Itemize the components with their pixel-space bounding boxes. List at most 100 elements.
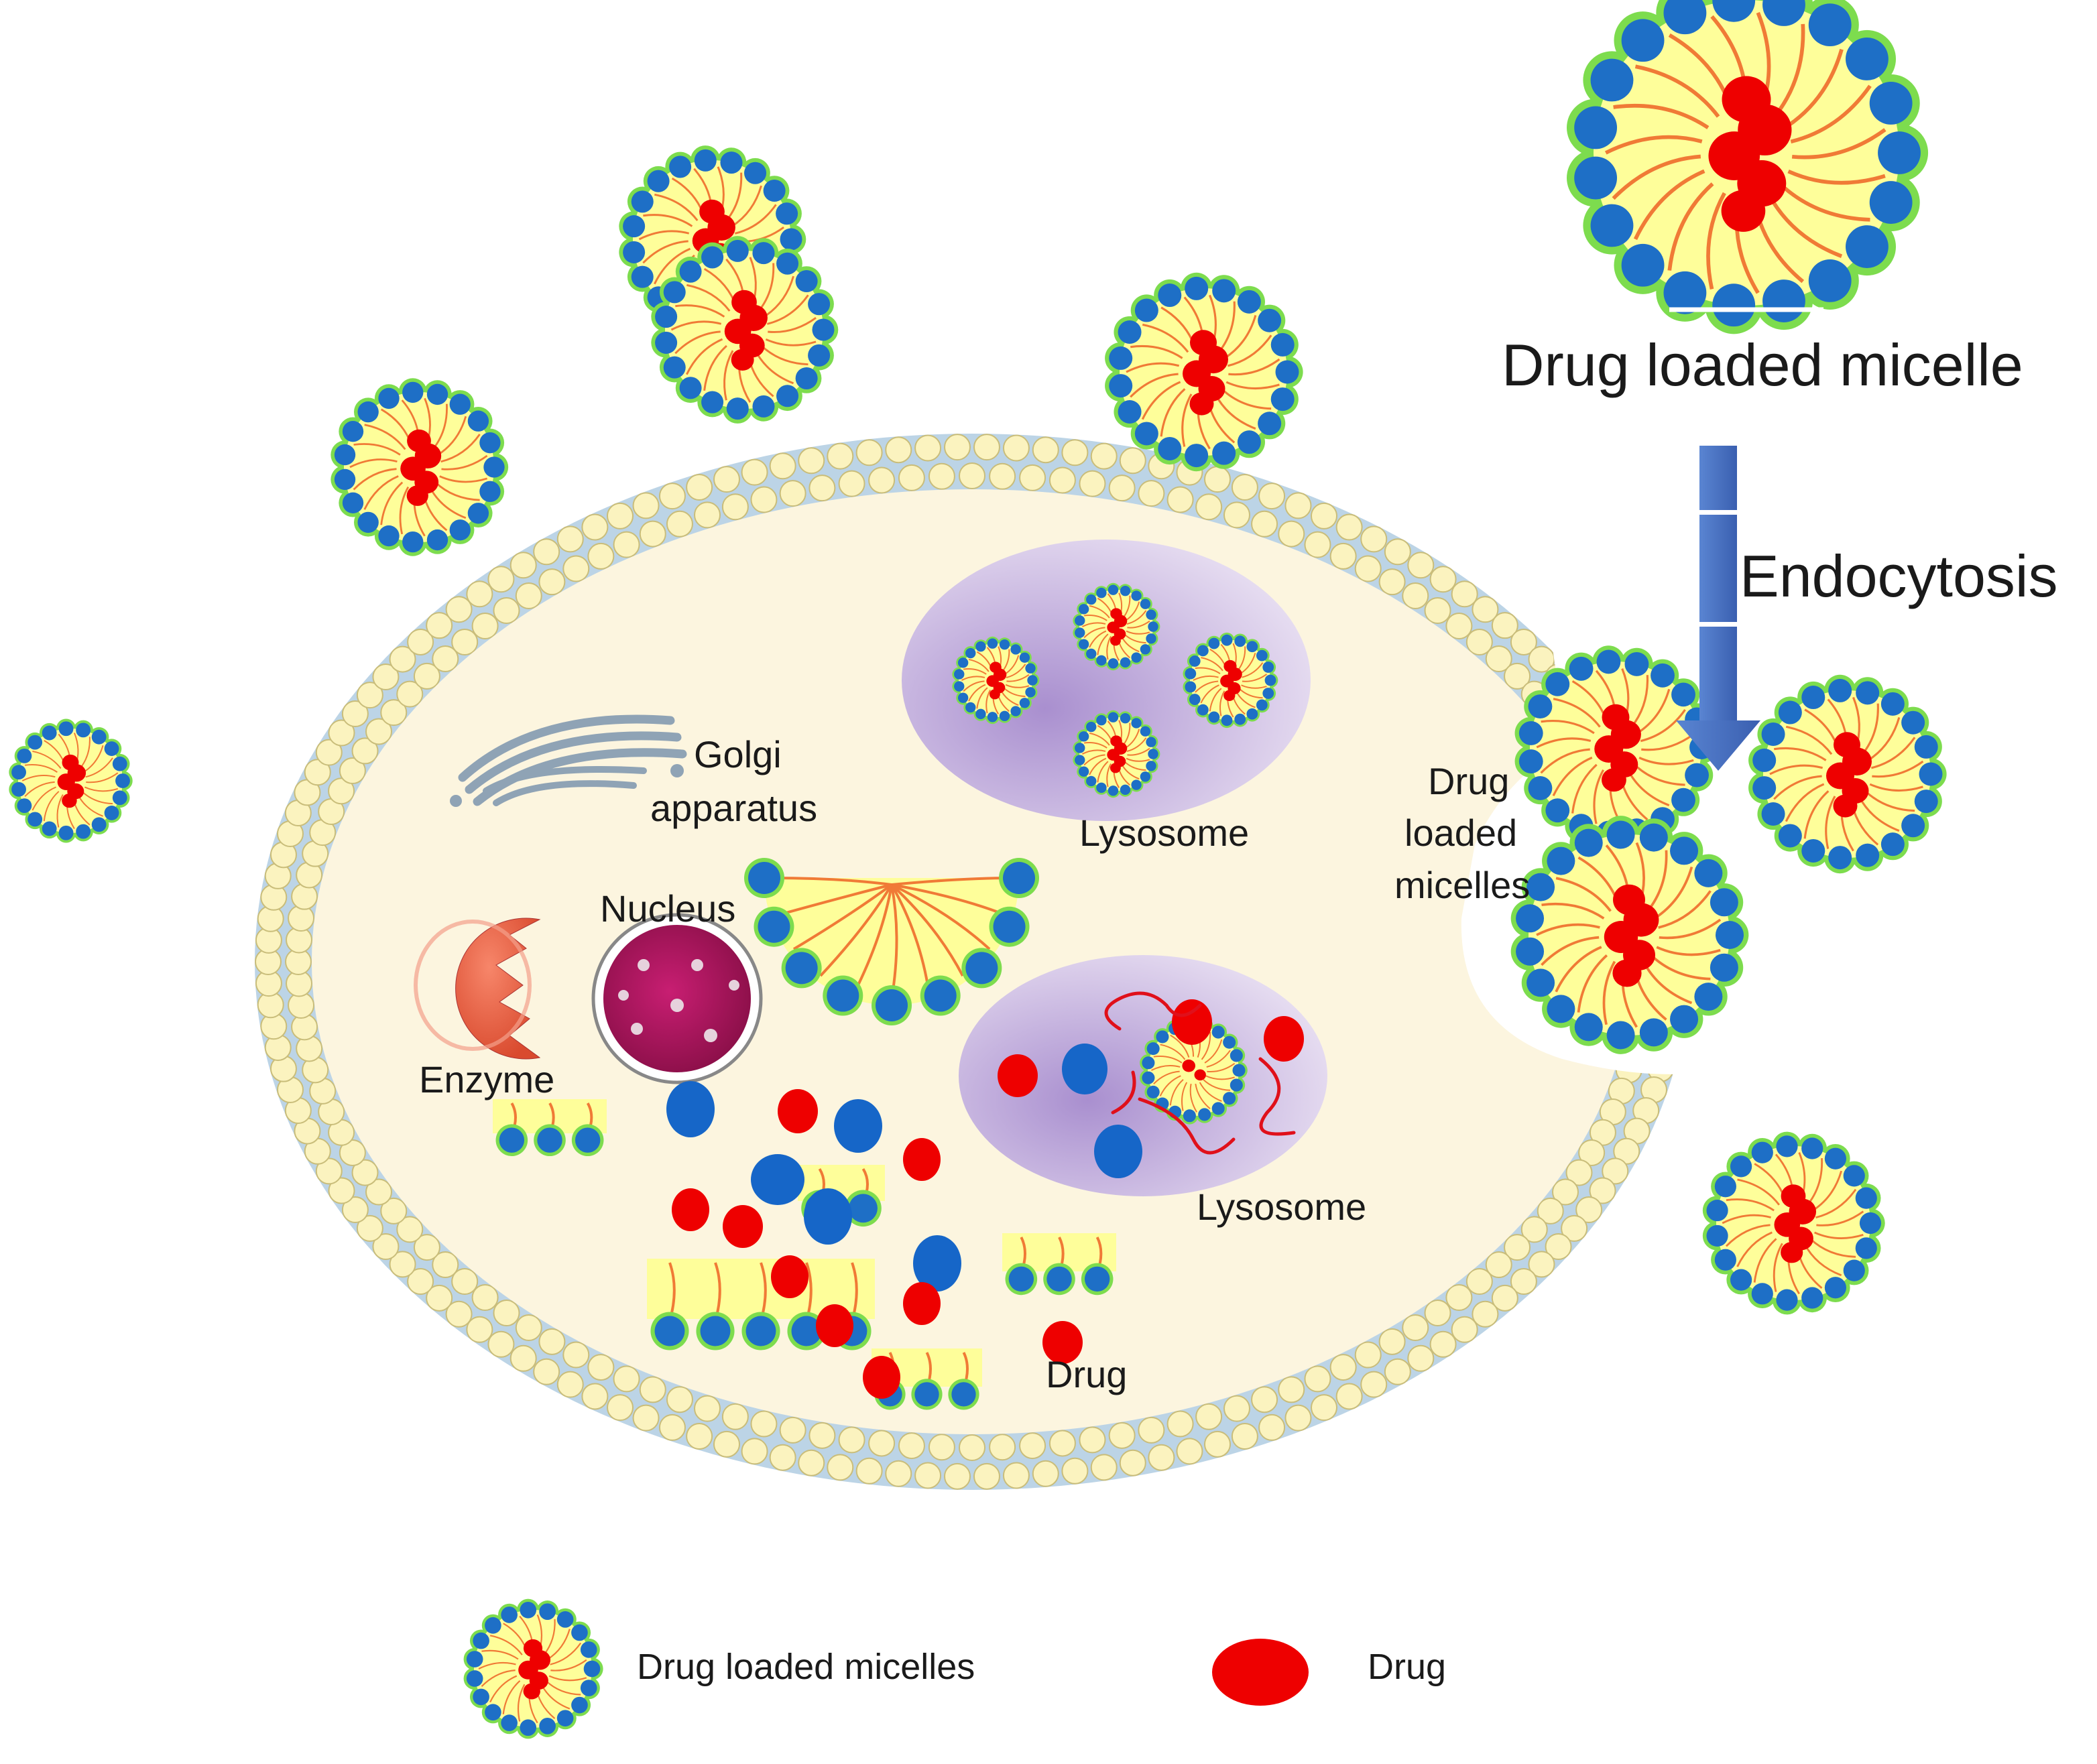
membrane-head (989, 462, 1016, 490)
drug-particle (771, 1255, 808, 1298)
nucleus-label: Nucleus (600, 887, 735, 930)
membrane-head (1223, 501, 1250, 529)
blue-particle (804, 1188, 852, 1245)
membrane-head (1575, 1196, 1603, 1223)
membrane-head (1578, 1139, 1606, 1166)
membrane-head (1278, 520, 1305, 548)
membrane-head (538, 1328, 566, 1355)
membrane-head (639, 1376, 666, 1403)
membrane-head (607, 1394, 634, 1422)
drug-loaded-micelle (1702, 1131, 1885, 1315)
membrane-head (1032, 436, 1059, 464)
membrane-head (389, 1251, 416, 1278)
membrane-head (779, 480, 806, 507)
membrane-head (396, 1216, 424, 1243)
membrane-head (898, 1432, 925, 1460)
membrane-head (372, 663, 400, 690)
membrane-head (1329, 542, 1357, 570)
membrane-head (356, 682, 383, 709)
membrane-head (868, 466, 896, 494)
lysosome-top-label: Lysosome (1079, 812, 1249, 854)
membrane-head (556, 525, 584, 553)
membrane-head (315, 739, 343, 766)
membrane-head (389, 645, 416, 673)
membrane-head (1510, 1268, 1537, 1296)
micelle-fragment (1002, 1233, 1116, 1296)
micelle-fragment-large (744, 858, 1039, 1025)
membrane-head (1402, 582, 1429, 610)
membrane-head (1472, 1300, 1499, 1328)
membrane-head (1424, 596, 1451, 624)
membrane-head (1445, 612, 1473, 639)
membrane-head (686, 474, 713, 501)
membrane-head (838, 1426, 865, 1454)
membrane-head (1108, 1422, 1136, 1449)
membrane-head (1465, 628, 1493, 655)
membrane-head (445, 1300, 473, 1328)
membrane-head (341, 1196, 369, 1223)
membrane-head (432, 1251, 459, 1279)
membrane-head (1384, 1358, 1411, 1385)
membrane-head (1119, 1449, 1146, 1476)
membrane-head (1284, 492, 1312, 519)
membrane-head (1451, 580, 1478, 608)
membrane-head (339, 757, 366, 785)
membrane-head (1424, 1300, 1451, 1327)
micelles (9, 0, 1947, 1315)
membrane-head (1311, 1394, 1337, 1422)
membrane-head (1378, 568, 1406, 596)
membrane-head (1166, 486, 1194, 513)
membrane-head (328, 719, 355, 747)
membrane-head (493, 596, 520, 624)
membrane-head (1090, 1454, 1118, 1481)
membrane-head (1032, 1460, 1059, 1487)
membrane-head (1451, 1316, 1478, 1343)
released-polymer-strands (1104, 991, 1296, 1155)
membrane-head (562, 555, 590, 582)
drug-loaded-micelle (1105, 272, 1303, 472)
membrane-head (451, 628, 479, 655)
membrane-head (741, 1438, 768, 1465)
membrane-head (989, 1434, 1016, 1461)
membrane-head (556, 1371, 584, 1398)
membrane-head (973, 434, 1000, 461)
membrane-head (1284, 1404, 1312, 1432)
membrane-head (944, 1462, 971, 1490)
membrane-head (1251, 510, 1278, 538)
membrane-head (1510, 628, 1537, 655)
drug-loaded-micelle (1183, 632, 1278, 729)
nucleus-icon (591, 913, 763, 1084)
membrane-head (304, 759, 331, 786)
membrane-head (928, 1434, 955, 1461)
membrane-head (1472, 596, 1499, 623)
membrane-head (898, 464, 925, 491)
membrane-head (721, 1403, 749, 1430)
drug-particle (1172, 999, 1212, 1045)
membrane-head (487, 566, 515, 593)
legend-micelle-icon (463, 1598, 603, 1739)
micelle-fragment (493, 1099, 607, 1156)
drug-loaded-micelle (1567, 0, 1929, 334)
membrane-head (750, 486, 778, 513)
membrane-head (1002, 1462, 1030, 1489)
drug-loaded-micelles-label-line3: micelles (1394, 864, 1530, 906)
membrane-head (451, 1268, 479, 1296)
membrane-head (1565, 1159, 1593, 1186)
membrane-head (1602, 1157, 1629, 1185)
membrane-head (1019, 464, 1046, 491)
drug-loaded-micelle (1073, 582, 1160, 671)
membrane-head (426, 1284, 453, 1312)
membrane-head (328, 1177, 355, 1204)
membrane-head (713, 466, 740, 493)
membrane-head (471, 612, 499, 639)
membrane-head (1304, 1365, 1331, 1393)
enzyme-label: Enzyme (419, 1058, 554, 1100)
membrane-head (1545, 1233, 1572, 1261)
membrane-head (658, 1413, 686, 1441)
membrane-head (581, 1383, 609, 1410)
membrane-head (341, 700, 369, 728)
membrane-head (587, 1354, 615, 1381)
drug-loaded-micelle (1748, 674, 1947, 874)
membrane-head (1354, 1341, 1382, 1369)
drug-loaded-micelle (331, 378, 509, 556)
